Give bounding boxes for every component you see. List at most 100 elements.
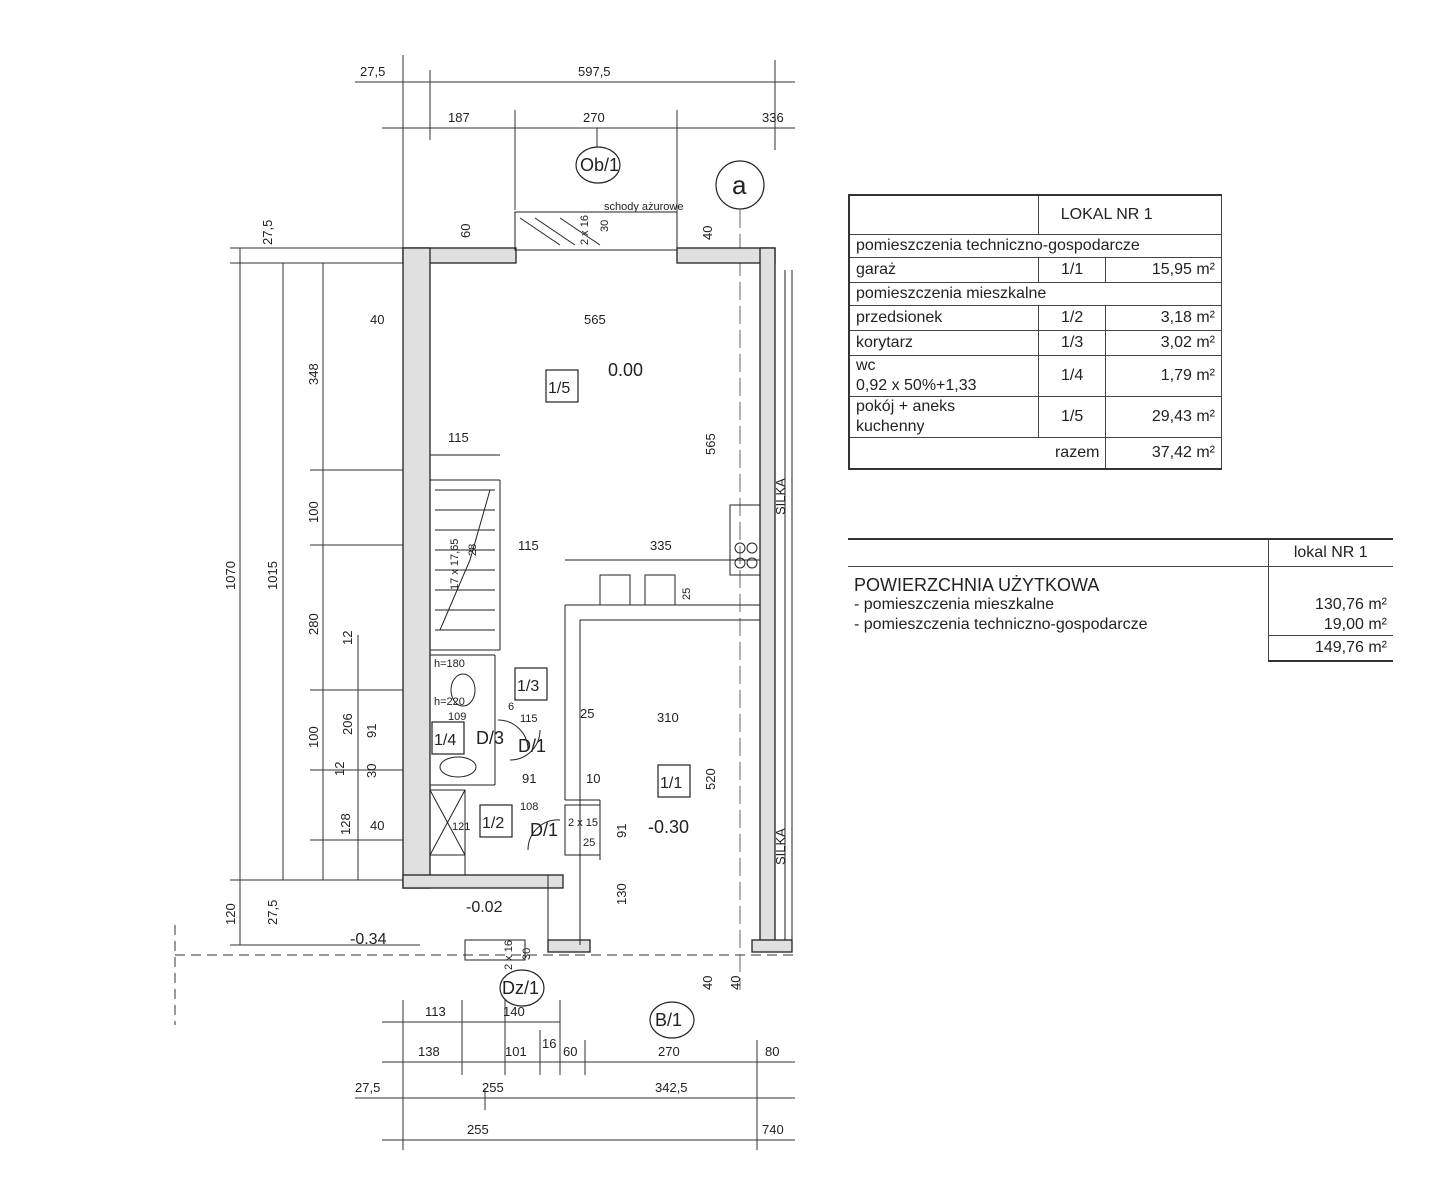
dim-interior-7: 115: [448, 430, 469, 445]
dim-interior-18: 108: [520, 801, 538, 813]
dim-interior-29: 28: [467, 544, 479, 556]
dim-interior-20: 40: [700, 976, 715, 990]
dim-interior-25: 40: [728, 976, 743, 990]
area-total-label: razem: [848, 437, 1107, 470]
dim-interior-2: 2 x 16: [579, 215, 591, 245]
dim-left-small-4: 30: [364, 764, 379, 778]
level-0-00: 0.00: [608, 360, 643, 380]
area-row-name: garaż: [848, 257, 1039, 283]
area-row-name-2: kuchenny: [856, 418, 925, 435]
area-row-code: 1/4: [1037, 355, 1107, 397]
level-0-02: -0.02: [466, 899, 503, 916]
level-0-34: -0.34: [350, 931, 387, 948]
dim-interior-12: 520: [703, 768, 718, 790]
usable-item-label: - pomieszczenia techniczno-gospodarcze: [854, 616, 1148, 634]
dim-bottom-3-0: 27,5: [355, 1080, 380, 1095]
dim-bottom-4-0: 255: [467, 1122, 489, 1137]
axis-label-top: Ob/1: [580, 155, 619, 175]
dim-interior-13: 25: [580, 706, 594, 721]
dim-left-inner-4: 128: [338, 813, 353, 835]
dim-interior-30: h=180: [434, 658, 465, 670]
dim-left-small-2: 91: [364, 724, 379, 738]
area-row-name-multiline: wc 0,92 x 50%+1,33: [848, 355, 1039, 397]
axis-label-right: a: [732, 170, 747, 200]
section-living: pomieszczenia mieszkalne: [848, 282, 1222, 306]
dim-left-small-3: 12: [332, 762, 347, 776]
dim-bottom-2-0: 138: [418, 1044, 440, 1059]
dim-interior-0: 60: [458, 224, 473, 238]
area-table-header: LOKAL NR 1: [1037, 194, 1223, 235]
area-row-name: przedsionek: [848, 305, 1039, 331]
dim-interior-4: 40: [370, 312, 384, 327]
dim-left-small-1: 206: [340, 713, 355, 735]
dim-bottom-2-2: 16: [542, 1036, 556, 1051]
dim-interior-3: 30: [599, 220, 611, 232]
dim-interior-5: 565: [584, 312, 606, 327]
area-row-name-multiline: pokój + aneks kuchenny: [848, 396, 1039, 438]
dim-left-outer-1: 1070: [223, 561, 238, 590]
dim-interior-17: 10: [586, 771, 600, 786]
area-table: LOKAL NR 1 pomieszczenia techniczno-gosp…: [848, 194, 1223, 470]
room-1-4: 1/4: [434, 732, 456, 749]
section-technical: pomieszczenia techniczno-gospodarcze: [848, 234, 1222, 258]
usable-table-title: POWIERZCHNIA UŻYTKOWA: [854, 575, 1100, 595]
area-total-value: 37,42 m²: [1105, 437, 1222, 470]
dim-left-outer-0: 27,5: [260, 220, 275, 245]
dim-left-outer-3: 120: [223, 903, 238, 925]
dim-top-1-0: 27,5: [360, 64, 385, 79]
dim-left-inner-0: 348: [306, 363, 321, 385]
dim-left-small-0: 12: [340, 631, 355, 645]
area-row-code: 1/2: [1037, 305, 1107, 331]
dim-top-1-1: 597,5: [578, 64, 611, 79]
area-row-value: 3,02 m²: [1105, 330, 1222, 356]
entrance-label: Dz/1: [502, 978, 539, 998]
room-1-2: 1/2: [482, 815, 504, 832]
room-1-5: 1/5: [548, 380, 570, 397]
dim-left-inner-3: 100: [306, 726, 321, 748]
area-row-value: 15,95 m²: [1105, 257, 1222, 283]
area-row-name: pokój + aneks: [856, 398, 956, 415]
dim-bottom-3-2: 342,5: [655, 1080, 688, 1095]
area-row-code: 1/1: [1037, 257, 1107, 283]
dim-bottom-2-3: 60: [563, 1044, 577, 1059]
dim-interior-23: 91: [614, 824, 629, 838]
stairs-label: schody ażurowe: [604, 201, 684, 213]
dim-bottom-2-5: 80: [765, 1044, 779, 1059]
dim-interior-8: 115: [518, 538, 539, 553]
area-row-name: wc: [856, 357, 876, 374]
dim-interior-32: 6: [508, 701, 514, 713]
dim-interior-28: 17 x 17,65: [449, 539, 461, 590]
dim-top-2-2: 336: [762, 110, 784, 125]
door-d1a-label: D/1: [518, 736, 546, 756]
usable-item-label: - pomieszczenia mieszkalne: [854, 596, 1055, 613]
silka-label-2: SILKA: [773, 828, 788, 865]
area-row-name-2: 0,92 x 50%+1,33: [856, 377, 977, 394]
area-row-name: korytarz: [848, 330, 1039, 356]
dim-left-inner-2: 280: [306, 613, 321, 635]
area-row-value: 1,79 m²: [1105, 355, 1222, 397]
dim-interior-9: 335: [650, 538, 672, 553]
dim-interior-19: 121: [452, 821, 470, 833]
usable-table-header: lokal NR 1: [1267, 539, 1393, 567]
area-row-code: 1/5: [1037, 396, 1107, 438]
dim-top-2-0: 187: [448, 110, 470, 125]
area-row-value: 3,18 m²: [1105, 305, 1222, 331]
dim-interior-10: 25: [681, 588, 693, 600]
dim-left-outer-2: 1015: [265, 561, 280, 590]
level-0-30: -0.30: [648, 817, 689, 837]
dim-interior-15: 115: [520, 713, 538, 725]
dim-interior-26: 2 x 16: [503, 940, 515, 970]
door-d1b-label: D/1: [530, 820, 558, 840]
dim-interior-31: h=220: [434, 696, 465, 708]
dim-bottom-2-1: 101: [505, 1044, 527, 1059]
floor-plan: 27,5 597,5 187 270 336 113 140 138 101 1…: [174, 55, 795, 1150]
dim-interior-16: 91: [522, 771, 536, 786]
dim-interior-1: 40: [700, 226, 715, 240]
dim-interior-11: 310: [657, 710, 679, 725]
dim-bottom-4-1: 740: [762, 1122, 784, 1137]
dim-interior-22: 25: [583, 837, 595, 849]
dim-bottom-3-1: 255: [482, 1080, 504, 1095]
usable-item-value: 130,76 m²: [1267, 595, 1393, 615]
usable-item-value: 19,00 m²: [1267, 615, 1393, 636]
dim-interior-14: 109: [448, 711, 466, 723]
